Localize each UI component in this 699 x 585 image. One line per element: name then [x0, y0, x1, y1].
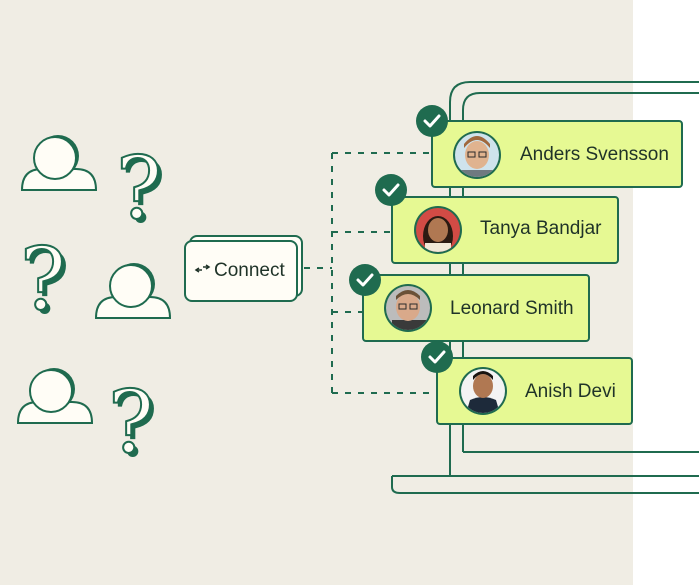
avatar	[455, 133, 499, 177]
connector-lines	[304, 152, 437, 394]
connect-label: Connect	[214, 260, 285, 281]
contact-card	[349, 264, 590, 342]
contact-name: Tanya Bandjar	[480, 218, 602, 239]
contact-name: Anders Svensson	[520, 144, 669, 165]
contact-card	[416, 105, 683, 188]
check-icon	[382, 183, 400, 197]
contact-name: Leonard Smith	[450, 298, 574, 319]
check-icon	[356, 273, 374, 287]
person-icon	[94, 263, 172, 319]
avatar	[416, 208, 460, 252]
person-icon	[16, 368, 94, 424]
question-mark-icon: ?	[116, 139, 162, 239]
check-icon	[423, 114, 441, 128]
question-mark-icon: ?	[108, 373, 154, 473]
laptop	[391, 81, 699, 494]
check-icon	[428, 350, 446, 364]
contact-card	[421, 341, 633, 425]
contact-card	[375, 174, 619, 264]
person-icon	[20, 135, 98, 191]
arrows-exchange-icon	[194, 264, 211, 273]
question-mark-icon: ?	[24, 234, 70, 334]
question-mark-icon: ?	[120, 143, 166, 243]
question-mark-icon: ?	[20, 230, 66, 330]
connect-box	[184, 235, 303, 302]
question-mark-icon: ?	[112, 377, 158, 477]
contact-name: Anish Devi	[525, 381, 616, 402]
avatar	[386, 286, 430, 330]
